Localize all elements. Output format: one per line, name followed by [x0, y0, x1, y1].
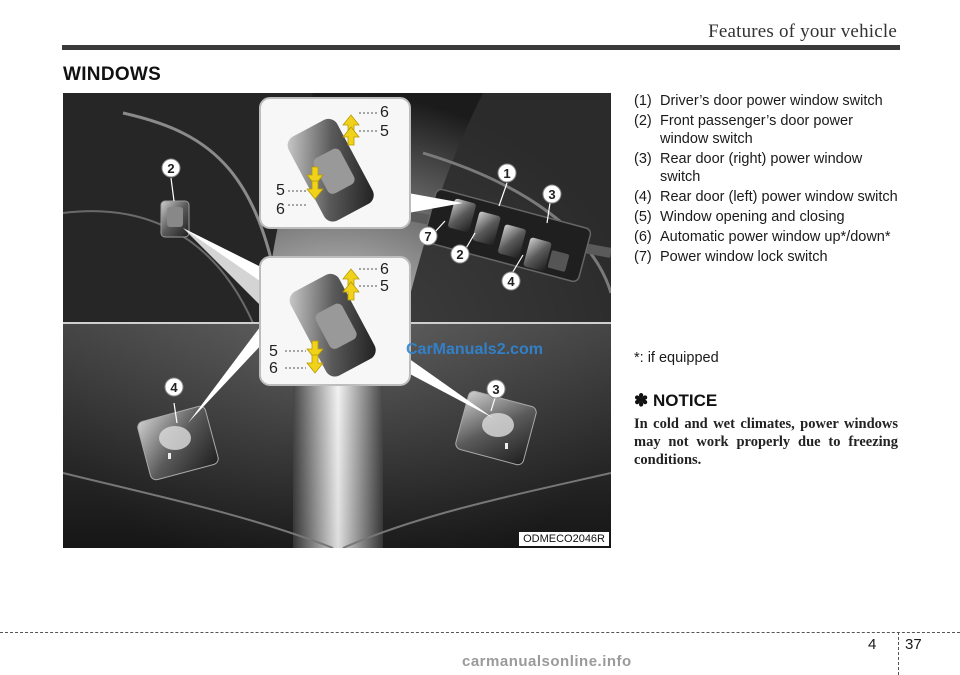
driver-switch-cluster-graphic [423, 188, 592, 283]
rear-right-switch-graphic [455, 390, 537, 466]
callout-2-top: 2 [161, 158, 181, 178]
inset2-label-5b: 5 [269, 343, 278, 360]
page-number: 37 [905, 636, 922, 653]
figure-illustration: 6 5 5 6 6 5 5 6 [63, 93, 611, 548]
svg-text:7: 7 [424, 229, 431, 244]
list-item: (5)Window opening and closing [634, 209, 845, 225]
inset2-label-5: 5 [380, 278, 389, 295]
inset2-label-6: 6 [380, 261, 389, 278]
list-item: (2)Front passenger’s door power window s… [634, 113, 853, 147]
callout-2-console: 2 [450, 244, 470, 264]
svg-text:1: 1 [503, 166, 510, 181]
list-item: (3)Rear door (right) power window switch [634, 151, 863, 185]
notice-body: In cold and wet climates, power windows … [634, 416, 898, 468]
rear-left-switch-graphic [137, 405, 219, 481]
footer-rule [0, 632, 960, 633]
callout-7: 7 [418, 226, 438, 246]
header-rule [62, 45, 900, 50]
callout-3-top: 3 [542, 184, 562, 204]
component-list: (1)Driver’s door power window switch (2)… [634, 92, 904, 268]
equipped-note: *: if equipped [634, 350, 719, 366]
svg-text:3: 3 [492, 382, 499, 397]
list-item: (1)Driver’s door power window switch [634, 93, 883, 109]
notice-title: ✽ NOTICE [634, 391, 718, 410]
inset-passenger-switch: 6 5 5 6 [259, 256, 411, 386]
callout-3-bottom: 3 [486, 379, 506, 399]
section-title: WINDOWS [63, 64, 162, 85]
svg-text:4: 4 [507, 274, 515, 289]
svg-text:4: 4 [170, 380, 178, 395]
inset1-label-6: 6 [380, 104, 389, 121]
callout-4-top: 4 [501, 271, 521, 291]
figure-code: ODMECO2046R [519, 532, 609, 546]
callout-4-bottom: 4 [164, 377, 184, 397]
list-item: (6)Automatic power window up*/down* [634, 229, 891, 245]
figure-watermark: CarManuals2.com [406, 341, 543, 358]
page-header-title: Features of your vehicle [708, 21, 897, 42]
footer-watermark: carmanualsonline.info [462, 653, 632, 670]
list-item: (7)Power window lock switch [634, 249, 828, 265]
svg-text:2: 2 [456, 247, 463, 262]
inset-driver-switch: 6 5 5 6 [259, 97, 411, 229]
svg-text:2: 2 [167, 161, 174, 176]
inset1-label-5: 5 [380, 123, 389, 140]
inset2-label-6b: 6 [269, 360, 278, 377]
svg-text:3: 3 [548, 187, 555, 202]
chapter-number: 4 [868, 636, 877, 653]
callout-1: 1 [497, 163, 517, 183]
window-switch-figure: 6 5 5 6 6 5 5 6 [63, 93, 611, 548]
inset1-label-5b: 5 [276, 182, 285, 199]
footer-divider [898, 632, 899, 675]
list-item: (4)Rear door (left) power window switch [634, 189, 898, 205]
inset1-label-6b: 6 [276, 201, 285, 218]
front-passenger-switch-graphic [160, 200, 190, 238]
